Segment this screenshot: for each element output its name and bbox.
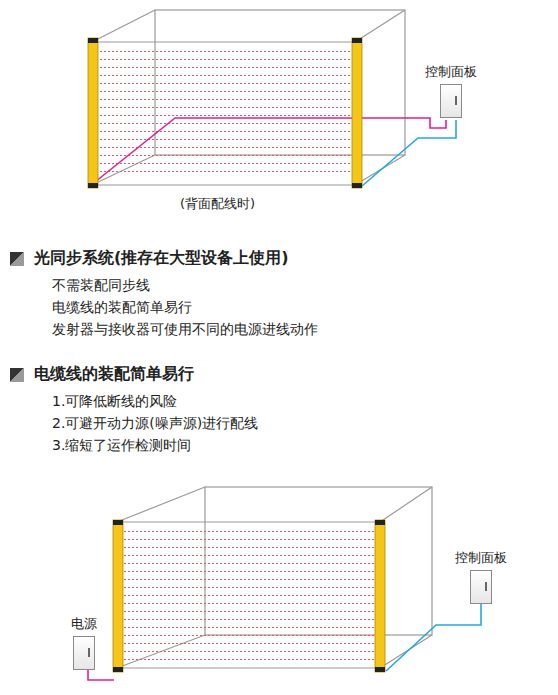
- feature-line: 3.缩短了运作检测时间: [52, 436, 191, 454]
- cabinet-box: [440, 84, 462, 118]
- feature-line: 不需装配同步线: [52, 276, 150, 294]
- receiver-column: [352, 38, 362, 188]
- node-label: 控制面板: [449, 550, 513, 566]
- cabinet-box: [73, 636, 95, 670]
- feature-line: 发射器与接收器可使用不同的电源进线动作: [52, 320, 318, 338]
- pink-cable: [88, 670, 114, 680]
- cabinet-box: [470, 570, 492, 604]
- control-panel: 控制面板: [419, 64, 483, 118]
- caption-note: (背面配线时): [180, 196, 255, 213]
- cabinet-handle: [455, 96, 457, 105]
- bullet-icon: [10, 368, 24, 382]
- emitter-column: [113, 520, 123, 672]
- cyan-cable: [362, 120, 456, 186]
- light-beams: [98, 46, 352, 178]
- power-supply: 电源: [52, 616, 116, 670]
- bullet-icon: [10, 252, 24, 266]
- cyan-cable: [386, 604, 481, 671]
- pink-cable: [90, 118, 446, 186]
- feature-line: 1.可降低断线的风险: [52, 392, 177, 410]
- control-panel: 控制面板: [449, 550, 513, 604]
- light-beams: [123, 528, 375, 664]
- section-heading: 电缆线的装配简单易行: [34, 364, 194, 385]
- section-heading: 光同步系统(推存在大型设备上使用): [34, 248, 289, 269]
- node-label: 控制面板: [419, 64, 483, 80]
- feature-line: 电缆线的装配简单易行: [52, 298, 192, 316]
- feature-line: 2.可避开动力源(噪声源)进行配线: [52, 414, 258, 432]
- cabinet-handle: [485, 582, 487, 591]
- receiver-column: [375, 520, 385, 672]
- emitter-column: [88, 38, 98, 188]
- node-label: 电源: [52, 616, 116, 632]
- cabinet-handle: [88, 648, 90, 657]
